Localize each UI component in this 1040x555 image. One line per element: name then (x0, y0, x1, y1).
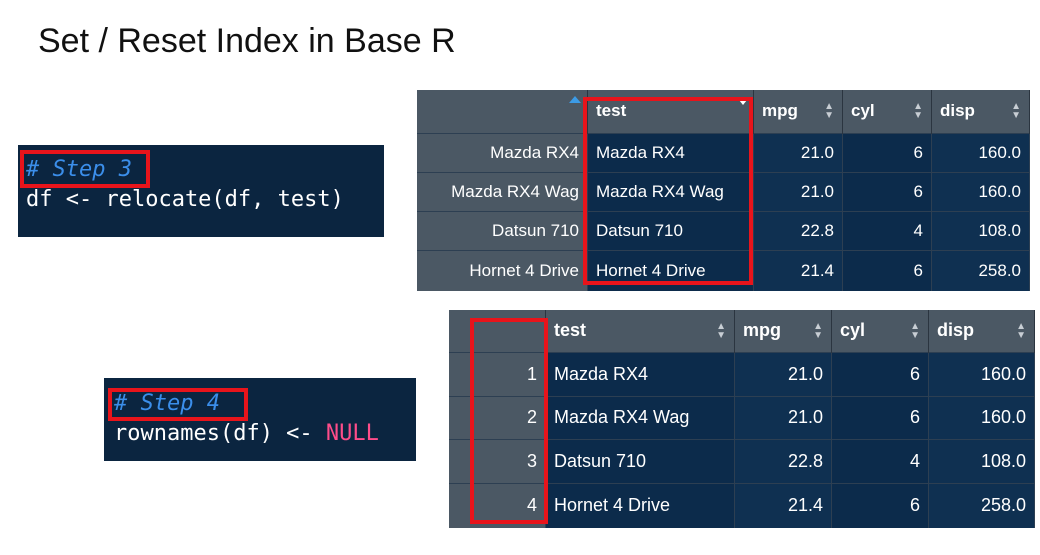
cell-test: Mazda RX4 Wag (587, 171, 754, 212)
test-column-highlight (583, 97, 753, 285)
table-reset-index: test▲▼ mpg▲▼ cyl▲▼ disp▲▼ 1 Mazda RX4 21… (449, 310, 1035, 528)
cell-mpg: 22.8 (753, 211, 843, 251)
cell-test: Datsun 710 (587, 211, 754, 251)
table-row: Mazda RX4 Mazda RX4 21.0 6 160.0 (417, 132, 1030, 173)
cell-disp: 160.0 (928, 395, 1035, 439)
table-row: 3 Datsun 710 22.8 4 108.0 (449, 438, 1035, 483)
cell-test: Datsun 710 (545, 438, 735, 483)
cell-mpg: 21.4 (734, 482, 832, 528)
cell-disp: 108.0 (931, 211, 1030, 251)
column-header-disp[interactable]: disp▲▼ (931, 90, 1030, 134)
cell-disp: 160.0 (931, 132, 1030, 173)
cell-test: Mazda RX4 (587, 132, 754, 173)
table-row: Datsun 710 Datsun 710 22.8 4 108.0 (417, 211, 1030, 251)
cell-test: Mazda RX4 Wag (545, 395, 735, 439)
cell-cyl: 4 (831, 438, 929, 483)
cell-mpg: 21.0 (753, 132, 843, 173)
cell-cyl: 6 (842, 250, 932, 291)
sort-icon: ▲▼ (824, 101, 834, 122)
column-header-mpg[interactable]: mpg▲▼ (753, 90, 843, 134)
slide-title: Set / Reset Index in Base R (38, 22, 456, 60)
rownames-header[interactable] (417, 90, 588, 134)
step3-code-block: # Step 3 df <- relocate(df, test) (18, 145, 384, 237)
cell-cyl: 4 (842, 211, 932, 251)
row-index: 3 (449, 438, 546, 483)
step3-code-line: df <- relocate(df, test) (26, 187, 344, 212)
row-name: Hornet 4 Drive (417, 250, 588, 291)
row-name: Mazda RX4 Wag (417, 171, 588, 212)
row-index: 1 (449, 351, 546, 396)
column-header-mpg[interactable]: mpg▲▼ (734, 310, 832, 352)
cell-disp: 258.0 (931, 250, 1030, 291)
cell-mpg: 21.4 (753, 250, 843, 291)
cell-cyl: 6 (831, 351, 929, 396)
table-row: 1 Mazda RX4 21.0 6 160.0 (449, 351, 1035, 396)
table-with-rownames: test mpg▲▼ cyl▲▼ disp▲▼ Mazda RX4 Mazda … (417, 90, 1030, 291)
step4-comment: # Step 4 (114, 391, 220, 416)
row-name: Mazda RX4 (417, 132, 588, 173)
row-name: Datsun 710 (417, 211, 588, 251)
sort-icon: ▲▼ (1016, 320, 1026, 341)
sort-icon: ▲▼ (910, 320, 920, 341)
step3-comment: # Step 3 (26, 157, 132, 182)
step4-null-keyword: NULL (325, 421, 379, 446)
table-row: Mazda RX4 Wag Mazda RX4 Wag 21.0 6 160.0 (417, 171, 1030, 212)
cell-cyl: 6 (831, 395, 929, 439)
index-column-highlight (470, 318, 548, 524)
cell-cyl: 6 (842, 171, 932, 212)
cell-cyl: 6 (831, 482, 929, 528)
column-header-cyl[interactable]: cyl▲▼ (842, 90, 932, 134)
column-header-cyl[interactable]: cyl▲▼ (831, 310, 929, 352)
rownames-header[interactable] (449, 310, 546, 352)
cell-disp: 108.0 (928, 438, 1035, 483)
column-header-disp[interactable]: disp▲▼ (928, 310, 1035, 352)
cell-disp: 258.0 (928, 482, 1035, 528)
sort-icon: ▲▼ (716, 320, 726, 341)
sort-ascending-icon (569, 96, 581, 103)
column-header-test[interactable]: test▲▼ (545, 310, 735, 352)
cell-mpg: 21.0 (734, 395, 832, 439)
sort-icon: ▲▼ (913, 101, 923, 122)
row-index: 2 (449, 395, 546, 439)
sort-icon: ▲▼ (813, 320, 823, 341)
dropdown-arrow-icon (739, 100, 747, 105)
cell-disp: 160.0 (931, 171, 1030, 212)
step4-code-line: rownames(df) <- NULL (114, 419, 379, 449)
cell-test: Hornet 4 Drive (545, 482, 735, 528)
cell-test: Mazda RX4 (545, 351, 735, 396)
cell-cyl: 6 (842, 132, 932, 173)
cell-mpg: 22.8 (734, 438, 832, 483)
table-row: 2 Mazda RX4 Wag 21.0 6 160.0 (449, 395, 1035, 439)
step4-code-prefix: rownames(df) <- (114, 421, 326, 446)
cell-mpg: 21.0 (753, 171, 843, 212)
step3-comment-highlight (20, 150, 150, 188)
cell-mpg: 21.0 (734, 351, 832, 396)
sort-icon: ▲▼ (1011, 101, 1021, 122)
step4-comment-highlight (108, 388, 248, 421)
cell-disp: 160.0 (928, 351, 1035, 396)
